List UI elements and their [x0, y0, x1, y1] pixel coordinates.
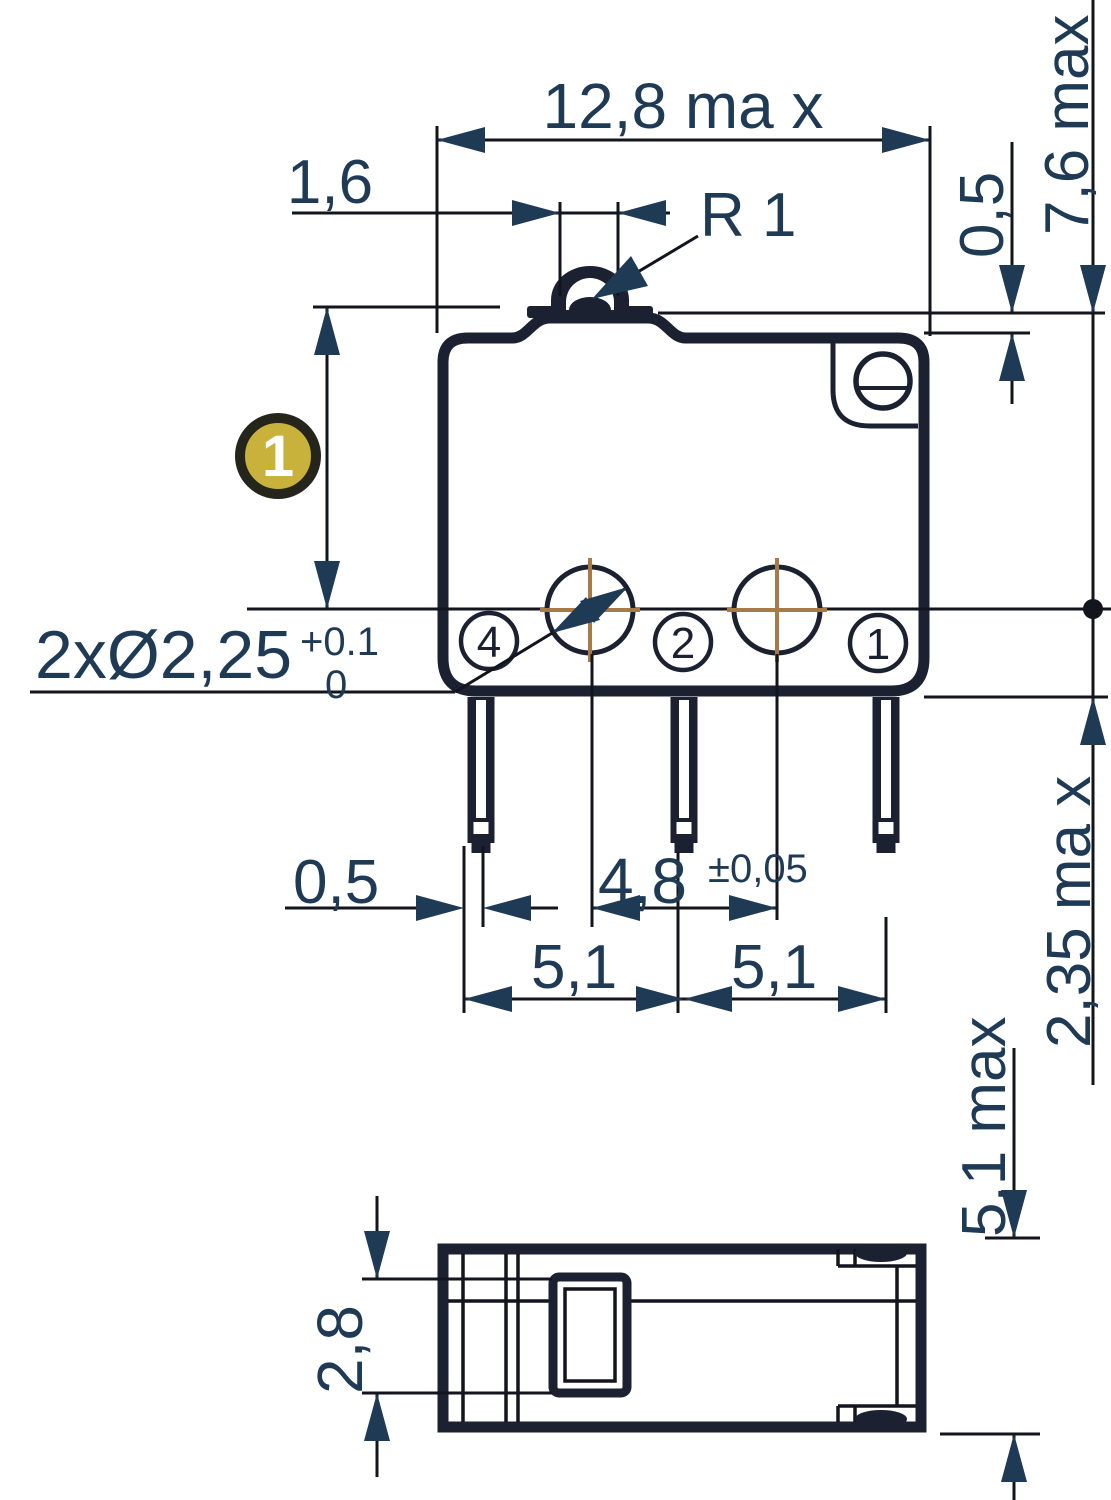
top-view [437, 1243, 927, 1433]
terminal-end-top [855, 1244, 907, 1262]
screw-boss [830, 342, 918, 429]
dim-pin-thickness: 0,5 [293, 848, 379, 917]
extension-lines [313, 126, 1108, 1436]
front-view: 4 2 1 [247, 266, 1111, 853]
callout-marker-number: 1 [262, 424, 294, 489]
dim-body-width: 12,8 ma x [542, 70, 823, 142]
terminal-1: 1 [866, 620, 890, 669]
pin-left [467, 697, 495, 853]
plunger [527, 266, 653, 318]
dim-pin-pitch-left: 5,1 [531, 933, 617, 1002]
dim-hole-callout: 2xØ2,25 [35, 617, 292, 693]
dim-top-step: 0,5 [948, 172, 1017, 258]
dim-plunger-radius: R 1 [700, 181, 796, 250]
dim-hole-tol-upper: +0.1 [300, 620, 379, 664]
radius-arrow [592, 256, 648, 299]
dim-hole-spacing: 4,8 [598, 845, 687, 917]
diameter-arrow-2 [580, 587, 628, 623]
dimension-origin-dot [1083, 599, 1103, 619]
pin-center [670, 697, 698, 853]
dim-pin-pitch-right: 5,1 [731, 933, 817, 1002]
dim-hole-spacing-tol: ±0,05 [708, 847, 808, 891]
screw-hole [853, 351, 913, 411]
button-plan [548, 1272, 632, 1398]
dim-hole-tol-lower: 0 [325, 663, 347, 707]
dim-button-width: 2,8 [304, 1305, 376, 1394]
terminal-end-bottom [855, 1410, 907, 1428]
terminal-2: 2 [671, 619, 695, 668]
dimension-arrows [314, 127, 1106, 1482]
pin-right [872, 697, 900, 853]
dim-plunger-width: 1,6 [287, 148, 373, 217]
dim-pin-length: 2,35 ma x [1035, 776, 1104, 1048]
terminal-4: 4 [477, 618, 501, 667]
callout-marker-1: 1 [235, 413, 321, 499]
dimension-texts: 12,8 ma x 1,6 R 1 0,5 7,6 max 2xØ2,25 +0… [35, 14, 1104, 1394]
top-view-outline [437, 1243, 927, 1433]
solder-pins [467, 697, 900, 853]
dim-body-depth: 5,1 max [950, 1016, 1019, 1237]
terminal-labels: 4 2 1 [458, 610, 909, 674]
dim-body-height: 7,6 max [1033, 14, 1102, 235]
